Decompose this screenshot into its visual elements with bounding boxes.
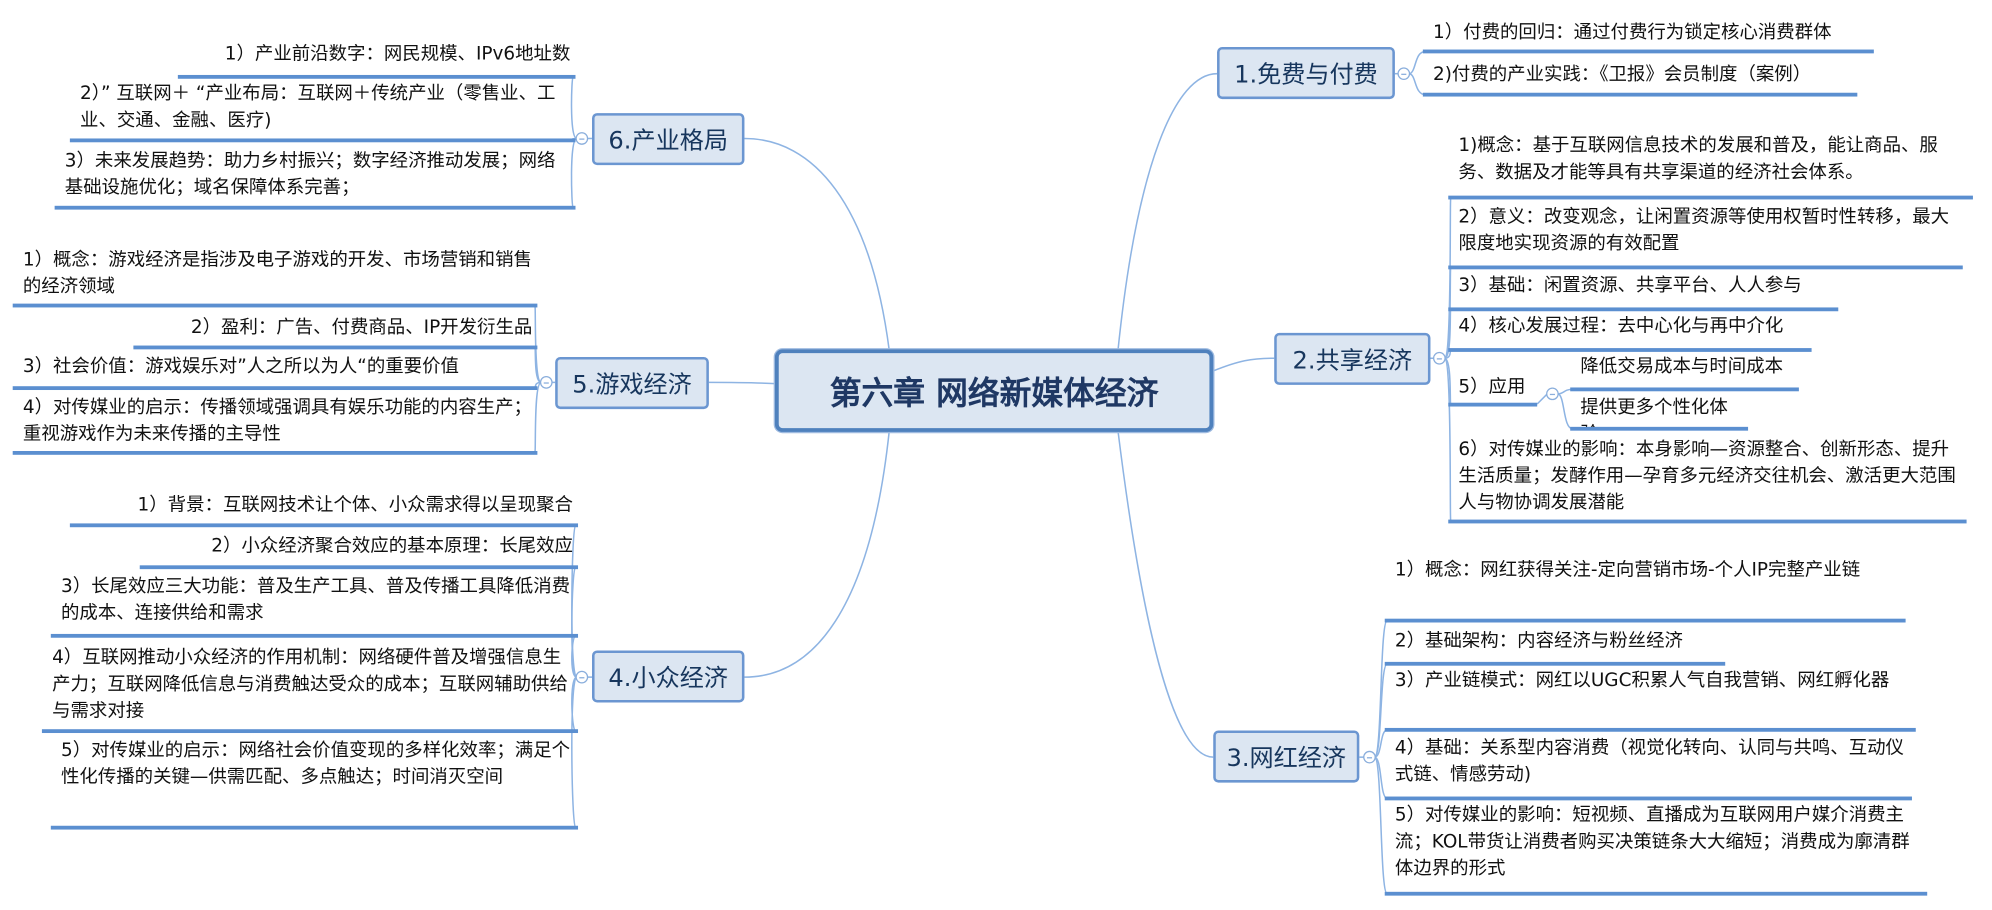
subtopic-item[interactable]: 2）基础架构：内容经济与粉丝经济 (1384, 628, 1726, 666)
subtopic-item[interactable]: 1）概念：游戏经济是指涉及电子游戏的开发、市场营销和销售的经济领域 (12, 246, 538, 308)
subtopic-child-item[interactable]: 提供更多个性化体验 (1570, 394, 1749, 431)
topic-niche-economy[interactable]: 4.小众经济 (592, 650, 745, 703)
subtopic-item[interactable]: 4）基础：关系型内容消费（视觉化转向、认同与共鸣、互动仪式链、情感劳动) (1384, 734, 1912, 801)
subtopic-item[interactable]: 1）概念：网红获得关注-定向营销市场-个人IP完整产业链 (1384, 556, 1906, 623)
subtopic-item[interactable]: 5）对传媒业的影响：短视频、直播成为互联网用户媒介消费主流；KOL带货让消费者购… (1384, 802, 1928, 896)
subtopic-item[interactable]: 2）” 互联网＋ “产业布局：互联网＋传统产业（零售业、工业、交通、金融、医疗) (69, 80, 576, 143)
subtopic-item-application[interactable]: 5）应用 (1448, 373, 1538, 407)
connector-center-t2 (1212, 357, 1275, 372)
subtopic-child-item[interactable]: 降低交易成本与时间成本 (1570, 353, 1799, 392)
collapse-toggle-icon[interactable] (1546, 387, 1559, 401)
subtopic-item[interactable]: 2）小众经济聚合效应的基本原理：长尾效应 (139, 532, 579, 570)
connector-center-t5 (708, 381, 775, 385)
collapse-toggle-icon[interactable] (1433, 351, 1446, 365)
subtopic-item[interactable]: 1）产业前沿数字：网民规模、IPv6地址数 (177, 41, 576, 79)
subtopic-item[interactable]: 4）核心发展过程：去中心化与再中介化 (1448, 313, 1812, 352)
central-topic[interactable]: 第六章 网络新媒体经济 (774, 349, 1214, 432)
subtopic-connector (571, 566, 578, 678)
subtopic-item[interactable]: 3）基础：闲置资源、共享平台、人人参与 (1448, 272, 1839, 312)
subtopic-item[interactable]: 2）盈利：广告、付费商品、IP开发衍生品 (133, 314, 538, 350)
subtopic-item[interactable]: 6）对传媒业的影响：本身影响—资源整合、创新形态、提升生活质量；发酵作用—孕育多… (1448, 436, 1967, 524)
subtopic-item[interactable]: 3）产业链模式：网红以UGC积累人气自我营销、网红孵化器 (1384, 667, 1916, 732)
subtopic-item[interactable]: 3）社会价值：游戏娱乐对”人之所以为人“的重要价值 (12, 353, 538, 391)
subtopic-item[interactable]: 1)概念：基于互联网信息技术的发展和普及，能让商品、服务、数据及才能等具有共享渠… (1448, 132, 1973, 200)
subtopic-item[interactable]: 2）意义：改变观念，让闲置资源等使用权暂时性转移，最大限度地实现资源的有效配置 (1448, 203, 1963, 270)
subtopic-item[interactable]: 3）长尾效应三大功能：普及生产工具、普及传播工具降低消费的成本、连接供给和需求 (50, 573, 579, 638)
subtopic-item[interactable]: 1）付费的回归：通过付费行为锁定核心消费群体 (1422, 19, 1874, 54)
subtopic-connector (571, 676, 578, 829)
subtopic-item[interactable]: 2)付费的产业实践：《卫报》会员制度（案例） (1422, 61, 1858, 97)
collapse-toggle-icon[interactable] (575, 132, 589, 145)
collapse-toggle-icon[interactable] (575, 670, 589, 684)
subtopic-connector (1373, 663, 1389, 758)
topic-industry-layout[interactable]: 6.产业格局 (592, 113, 745, 166)
subtopic-connector (1443, 357, 1452, 523)
subtopic-item[interactable]: 3）未来发展趋势：助力乡村振兴；数字经济推动发展；网络基础设施优化；域名保障体系… (54, 147, 576, 210)
connector-t2e-toggle (1536, 393, 1548, 405)
topic-influencer-economy[interactable]: 3.网红经济 (1213, 730, 1360, 783)
connector-center-t3 (1117, 430, 1214, 758)
connector-center-t1 (1117, 72, 1218, 351)
topic-free-and-paid[interactable]: 1.免费与付费 (1217, 47, 1395, 100)
subtopic-item[interactable]: 1）背景：互联网技术让个体、小众需求得以呈现聚合 (69, 492, 579, 528)
subtopic-connector (534, 381, 542, 454)
subtopic-connector (1373, 756, 1389, 895)
connector-center-t4 (744, 430, 891, 678)
topic-game-economy[interactable]: 5.游戏经济 (555, 356, 709, 410)
connector-center-t6 (744, 137, 891, 351)
topic-sharing-economy[interactable]: 2.共享经济 (1274, 332, 1431, 385)
collapse-toggle-icon[interactable] (539, 376, 553, 389)
subtopic-item[interactable]: 5）对传媒业的启示：网络社会价值变现的多样化效率；满足个性化传播的关键—供需匹配… (50, 737, 579, 830)
subtopic-item[interactable]: 4）对传媒业的启示：传播领域强调具有娱乐功能的内容生产；重视游戏作为未来传播的主… (12, 394, 538, 455)
collapse-toggle-icon[interactable] (1363, 750, 1376, 764)
collapse-toggle-icon[interactable] (1397, 67, 1411, 81)
subtopic-item[interactable]: 4）互联网推动小众经济的作用机制：网络硬件普及增强信息生产力；互联网降低信息与消… (41, 644, 579, 734)
